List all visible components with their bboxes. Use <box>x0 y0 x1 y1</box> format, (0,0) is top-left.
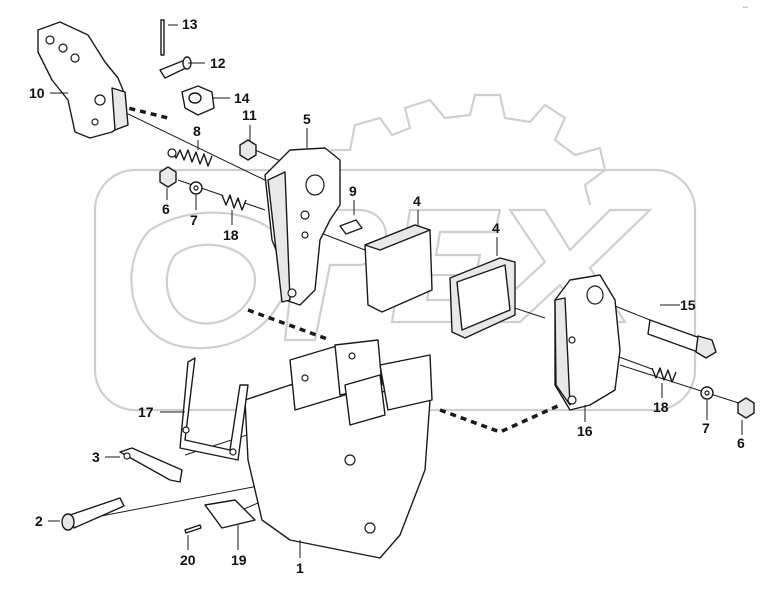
part-17-fork <box>179 357 249 461</box>
part-19-shim <box>204 499 256 529</box>
part-5-caliper-bracket <box>264 147 341 306</box>
part-1-housing <box>244 339 433 559</box>
part-10-bracket <box>37 21 129 139</box>
part-20-screw <box>184 524 202 534</box>
part-9-pin <box>339 219 363 235</box>
callout-labels: 13 12 14 10 11 5 8 6 7 18 9 4 4 15 18 7 … <box>29 16 745 576</box>
part-11-nut <box>239 139 257 161</box>
callout-3: 3 <box>92 449 100 465</box>
callout-13: 13 <box>182 16 198 32</box>
callout-7-right: 7 <box>702 420 710 436</box>
callout-15: 15 <box>680 297 696 313</box>
part-18-spring-left <box>221 194 247 211</box>
part-13-pin <box>160 19 165 56</box>
callout-1: 1 <box>296 560 304 576</box>
callout-17: 17 <box>138 404 154 420</box>
part-14-block <box>181 85 215 116</box>
callout-16: 16 <box>577 423 593 439</box>
part-7-washer-right <box>700 386 714 400</box>
callout-10: 10 <box>29 85 45 101</box>
callout-7-left: 7 <box>190 212 198 228</box>
opex-watermark: *** <box>93 5 748 412</box>
part-4-pad-right <box>449 257 516 339</box>
part-3-clip <box>119 447 183 483</box>
callout-9: 9 <box>349 183 357 199</box>
callout-leaders <box>48 24 743 558</box>
callout-19: 19 <box>231 552 247 568</box>
part-6-nut-left <box>159 166 177 188</box>
callout-5: 5 <box>303 111 311 127</box>
part-15-bolt <box>647 319 717 359</box>
callout-18-right: 18 <box>653 399 669 415</box>
part-7-washer-left <box>189 181 203 195</box>
part-4-pad-left <box>364 224 433 313</box>
part-12-pin <box>159 56 192 79</box>
callout-12: 12 <box>210 55 226 71</box>
callout-4-left: 4 <box>413 193 421 209</box>
callout-14: 14 <box>234 90 250 106</box>
callout-4-right: 4 <box>492 220 500 236</box>
callout-18-left: 18 <box>223 227 239 243</box>
callout-8: 8 <box>193 123 201 139</box>
part-8-spring <box>167 148 213 167</box>
callout-20: 20 <box>180 552 196 568</box>
assembly-dashed-lines <box>107 101 561 434</box>
callout-2: 2 <box>35 513 43 529</box>
part-18-spring-right <box>651 367 677 383</box>
part-16-caliper-bracket <box>554 274 621 411</box>
callout-6-left: 6 <box>162 201 170 217</box>
corner-code: *** <box>743 5 748 10</box>
part-6-nut-right <box>737 397 755 419</box>
part-2-bolt <box>61 497 125 531</box>
callout-11: 11 <box>242 107 257 123</box>
callout-6-right: 6 <box>737 435 745 451</box>
